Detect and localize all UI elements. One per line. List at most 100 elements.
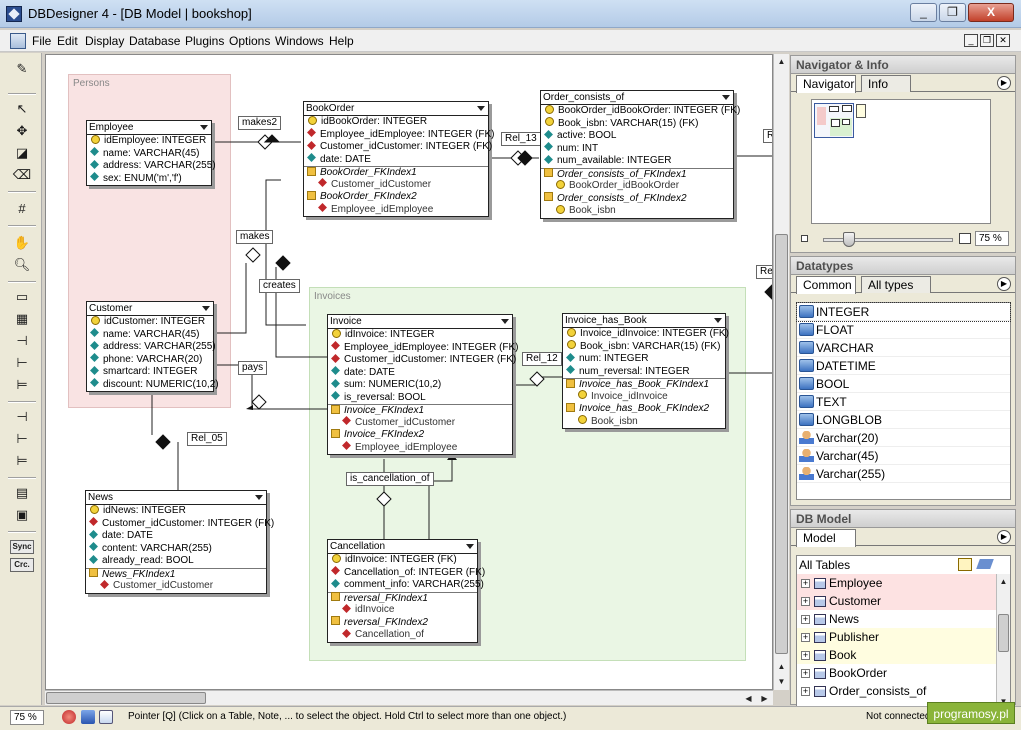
datatype-item[interactable]: BOOL (797, 375, 1010, 393)
menu-file[interactable]: File (32, 34, 52, 48)
tree-item-table[interactable]: +News (797, 610, 1010, 628)
datatype-item[interactable]: VARCHAR (797, 339, 1010, 357)
relation-opt-icon[interactable]: ⊨ (16, 453, 28, 468)
dropdown-icon[interactable] (255, 495, 263, 500)
model-canvas[interactable]: Persons Invoices (45, 54, 773, 690)
expand-icon[interactable]: + (801, 686, 810, 697)
menu-database[interactable]: Database (129, 34, 181, 48)
tab-all-types[interactable]: All types (861, 276, 931, 293)
relation-label-is-cancellation-of[interactable]: is_cancellation_of (346, 472, 434, 486)
datatype-item[interactable]: FLOAT (797, 321, 1010, 339)
design-mode-icon[interactable]: ✎ (16, 61, 28, 76)
relation-non-id-icon[interactable]: ⊢ (16, 431, 28, 446)
tree-scrollbar[interactable]: ▲ ▼ (996, 574, 1010, 708)
relation-label-re[interactable]: Re (756, 265, 772, 279)
close-button[interactable]: X (968, 3, 1014, 22)
datatype-item[interactable]: INTEGER (796, 302, 1011, 322)
relation-1n-icon[interactable]: ⊣ (16, 333, 28, 348)
move-tool-icon[interactable]: ✥ (16, 123, 28, 138)
dropdown-icon[interactable] (200, 125, 208, 130)
vertical-scroll-thumb[interactable] (775, 234, 788, 654)
datatype-item[interactable]: Varchar(255) (797, 465, 1010, 483)
scroll-right-icon[interactable]: ▶ (761, 694, 768, 703)
expand-icon[interactable]: + (801, 614, 810, 625)
tree-root[interactable]: All Tables (797, 556, 1010, 574)
expand-icon[interactable]: + (801, 668, 810, 679)
zoom-tool-icon[interactable]: 🔍︎ (13, 257, 31, 272)
tab-common[interactable]: Common (796, 276, 856, 294)
tree-item-table[interactable]: +Order_consists_of (797, 682, 1010, 700)
table-bookorder[interactable]: BookOrder idBookOrder: INTEGER Employee_… (303, 101, 495, 217)
tab-navigator[interactable]: Navigator (796, 75, 856, 93)
stop-icon[interactable] (62, 710, 76, 724)
zoom-value[interactable]: 75 % (975, 231, 1009, 246)
expand-icon[interactable]: + (801, 596, 810, 607)
relation-label-pays[interactable]: pays (238, 361, 268, 375)
canvas-vertical-scrollbar[interactable]: ▲ ▲ ▼ (773, 54, 789, 690)
relation-nm-icon[interactable]: ⊨ (16, 377, 28, 392)
region-tool-icon[interactable]: ◪ (15, 145, 29, 160)
eraser-icon[interactable] (976, 559, 994, 569)
zoom-in-icon[interactable] (959, 233, 971, 244)
zoom-out-icon[interactable] (801, 235, 808, 242)
expand-icon[interactable]: + (801, 650, 810, 661)
relation-label-makes[interactable]: makes (236, 230, 274, 244)
datatype-item[interactable]: Varchar(20) (797, 429, 1010, 447)
scroll-down-icon[interactable]: ▼ (777, 677, 786, 686)
datatype-item[interactable]: TEXT (797, 393, 1010, 411)
minimize-button[interactable]: _ (910, 3, 937, 22)
tab-model[interactable]: Model (796, 529, 856, 547)
table-employee[interactable]: Employee idEmployee: INTEGER name: VARCH… (86, 120, 216, 186)
navigator-preview[interactable] (811, 99, 991, 224)
restore-button[interactable]: ❐ (939, 3, 966, 22)
status-zoom[interactable]: 75 % (10, 710, 44, 725)
table-invoice[interactable]: Invoice idInvoice: INTEGER Employee_idEm… (327, 314, 519, 455)
table-customer[interactable]: Customer idCustomer: INTEGER name: VARCH… (86, 301, 219, 392)
menu-plugins[interactable]: Plugins (185, 34, 225, 48)
relation-11-icon[interactable]: ⊢ (16, 355, 28, 370)
mdi-close-button[interactable]: ✕ (996, 34, 1010, 47)
relation-label-rel13[interactable]: Rel_13 (501, 132, 541, 146)
scroll-up-icon[interactable]: ▲ (999, 577, 1008, 586)
dropdown-icon[interactable] (722, 95, 730, 100)
expand-icon[interactable]: + (801, 632, 810, 643)
tree-item-table[interactable]: +Book (797, 646, 1010, 664)
document-icon[interactable] (10, 33, 26, 49)
table-cancellation[interactable]: Cancellation idInvoice: INTEGER (FK) Can… (327, 539, 485, 643)
viewport-frame[interactable] (814, 103, 854, 138)
new-table-icon[interactable] (958, 558, 972, 571)
relation-label-ra[interactable]: Ra (763, 129, 772, 143)
canvas-horizontal-scrollbar[interactable]: ◀ ▶ (45, 690, 773, 705)
tree-scroll-thumb[interactable] (998, 614, 1009, 652)
menu-options[interactable]: Options (229, 34, 271, 48)
note-tool-icon[interactable]: ▤ (15, 485, 29, 500)
mdi-minimize-button[interactable]: _ (964, 34, 978, 47)
eraser-tool-icon[interactable]: ⌫ (12, 167, 32, 182)
dropdown-icon[interactable] (714, 318, 722, 323)
dropdown-icon[interactable] (501, 319, 509, 324)
tree-item-table[interactable]: +BookOrder (797, 664, 1010, 682)
crc-button[interactable]: Crc. (10, 558, 34, 572)
panel-menu-arrow-icon[interactable]: ▶ (997, 76, 1011, 90)
relation-label-makes2[interactable]: makes2 (238, 116, 282, 130)
dropdown-icon[interactable] (466, 544, 474, 549)
zoom-slider[interactable]: 75 % (799, 231, 1011, 247)
menu-help[interactable]: Help (329, 34, 354, 48)
relation-label-rel12[interactable]: Rel_12 (522, 352, 562, 366)
grid-tool-icon[interactable]: # (18, 201, 26, 216)
datatype-item[interactable]: LONGBLOB (797, 411, 1010, 429)
mdi-restore-button[interactable]: ❐ (980, 34, 994, 47)
scroll-up-icon[interactable]: ▲ (777, 662, 786, 671)
expand-icon[interactable]: + (801, 578, 810, 589)
menu-windows[interactable]: Windows (275, 34, 324, 48)
relation-label-rel05[interactable]: Rel_05 (187, 432, 227, 446)
pointer-tool-icon[interactable]: ↖ (16, 101, 28, 116)
tree-item-table[interactable]: +Publisher (797, 628, 1010, 646)
new-region-icon[interactable]: ▭ (15, 289, 29, 304)
datatype-item[interactable]: Varchar(45) (797, 447, 1010, 465)
save-icon[interactable] (81, 710, 95, 724)
horizontal-scroll-thumb[interactable] (46, 692, 206, 704)
document-icon[interactable] (99, 710, 113, 724)
relation-sub-icon[interactable]: ⊣ (16, 409, 28, 424)
hand-tool-icon[interactable]: ✋ (13, 235, 31, 250)
